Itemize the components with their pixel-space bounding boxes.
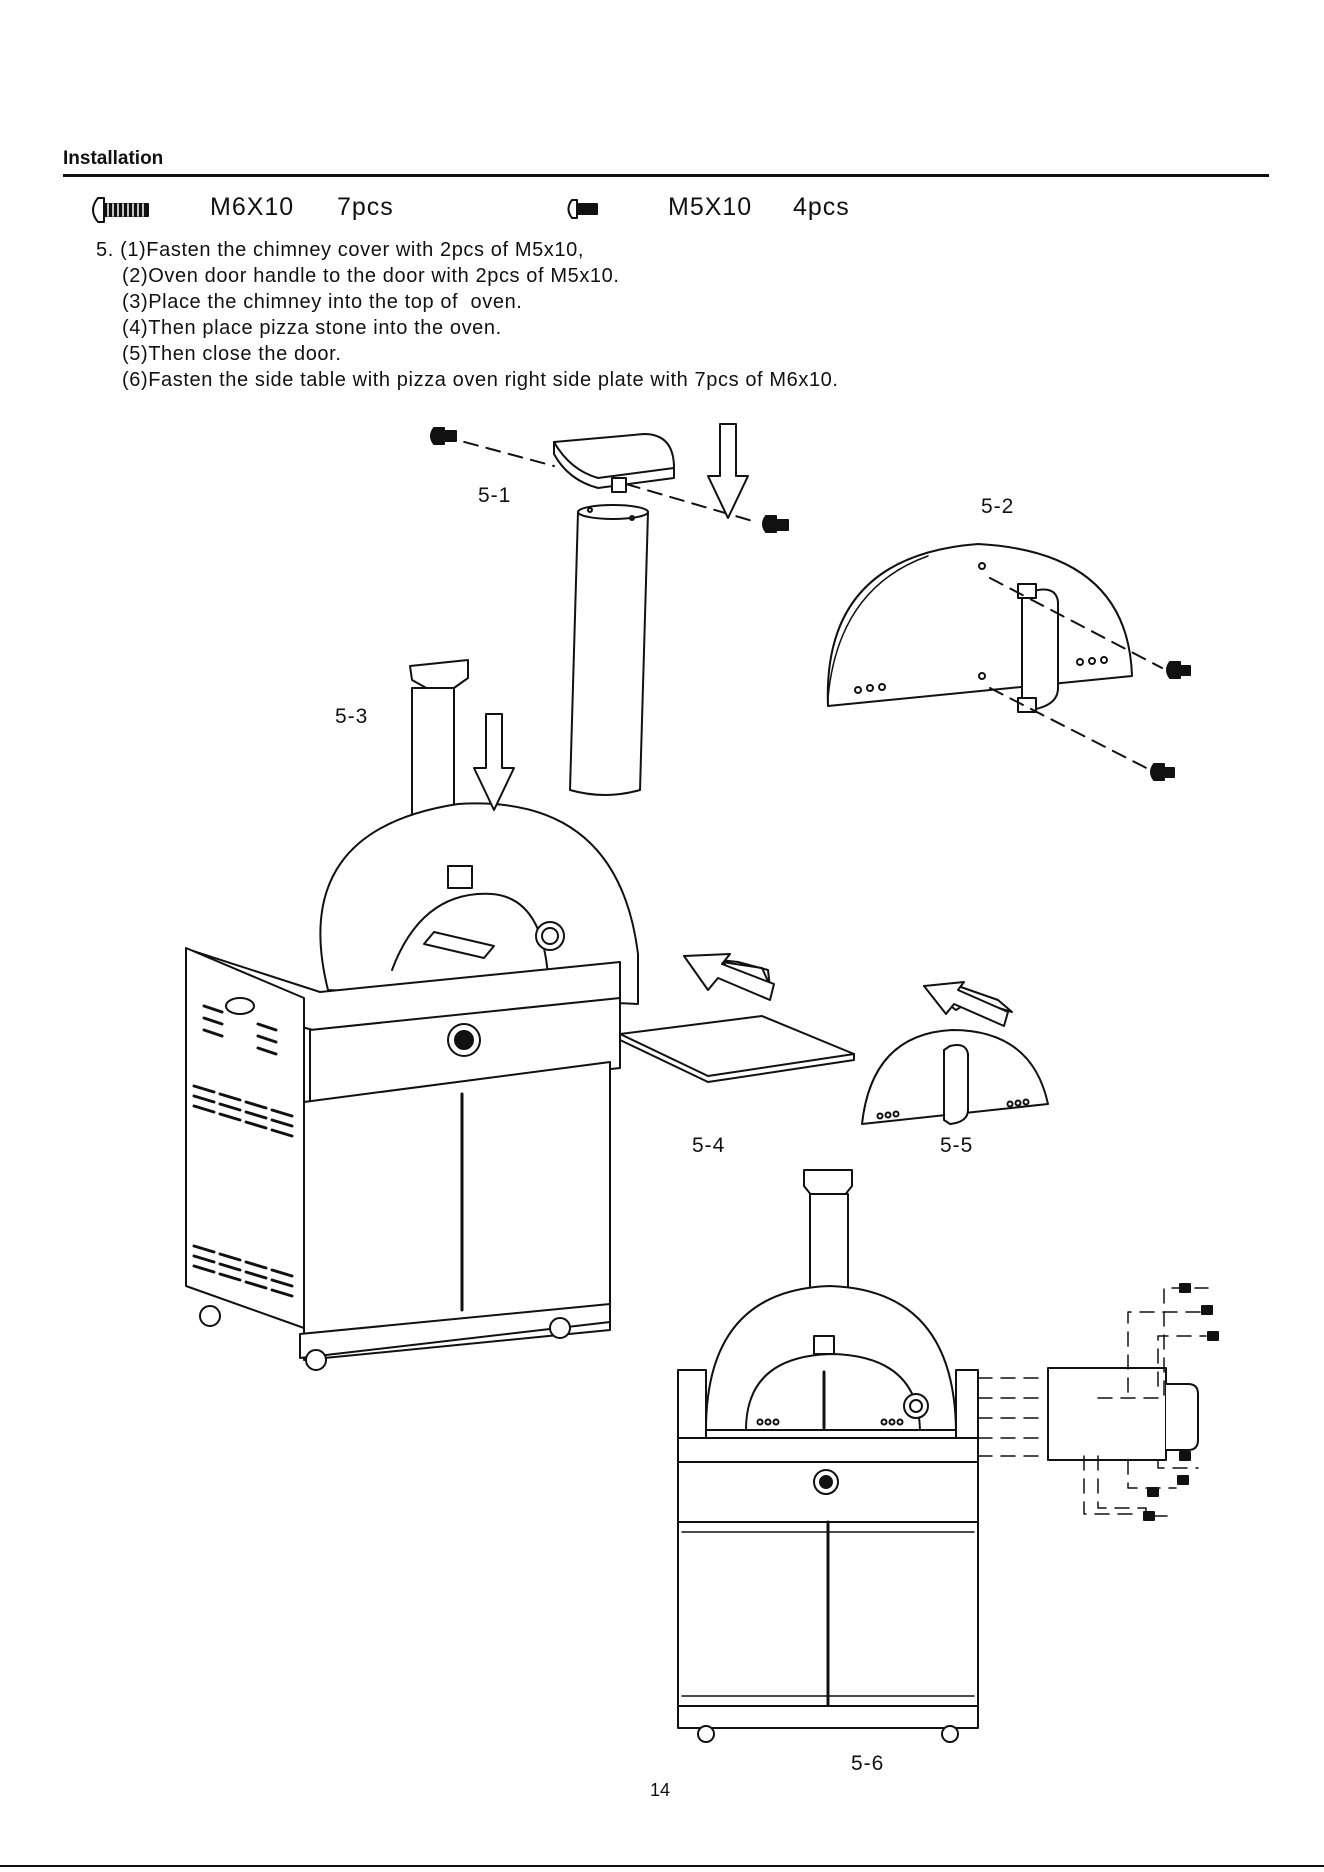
section-title: Installation [63, 148, 164, 169]
figure-5-3-oven-cart [185, 659, 639, 1371]
figure-5-1-chimney [430, 423, 789, 796]
instruction-line-1: 5. (1)Fasten the chimney cover with 2pcs… [96, 239, 585, 261]
header-rule [63, 174, 1269, 177]
step-number: 5. [96, 239, 114, 261]
instruction-line-3: (3)Place the chimney into the top of ove… [122, 291, 523, 313]
figure-5-4-pizza-stone [619, 953, 855, 1083]
figure-label-5-3: 5-3 [335, 705, 369, 728]
figure-5-2-door [826, 543, 1191, 781]
instruction-line-2: (2)Oven door handle to the door with 2pc… [122, 265, 620, 287]
long-screw-icon [92, 197, 149, 223]
bottom-edge-line [0, 1865, 1324, 1867]
figure-label-5-4: 5-4 [692, 1134, 726, 1157]
instruction-line-5: (5)Then close the door. [122, 343, 342, 365]
instruction-list: 5. (1)Fasten the chimney cover with 2pcs… [96, 237, 839, 393]
figure-5-5-door [861, 981, 1049, 1125]
hardware-m5-size: M5X10 [668, 193, 753, 221]
figure-label-5-1: 5-1 [478, 484, 512, 507]
instruction-line-4: (4)Then place pizza stone into the oven. [122, 317, 502, 339]
page-number: 14 [650, 1780, 671, 1800]
figure-5-6-assembled [677, 1169, 1219, 1743]
short-screw-icon [567, 199, 598, 219]
figure-label-5-2: 5-2 [981, 495, 1015, 518]
figure-label-5-6: 5-6 [851, 1752, 885, 1775]
instruction-line-6: (6)Fasten the side table with pizza oven… [122, 369, 839, 391]
hardware-m5-qty: 4pcs [793, 193, 850, 221]
figure-label-5-5: 5-5 [940, 1134, 974, 1157]
hardware-m6-size: M6X10 [210, 193, 295, 221]
hardware-m6-qty: 7pcs [337, 193, 394, 221]
